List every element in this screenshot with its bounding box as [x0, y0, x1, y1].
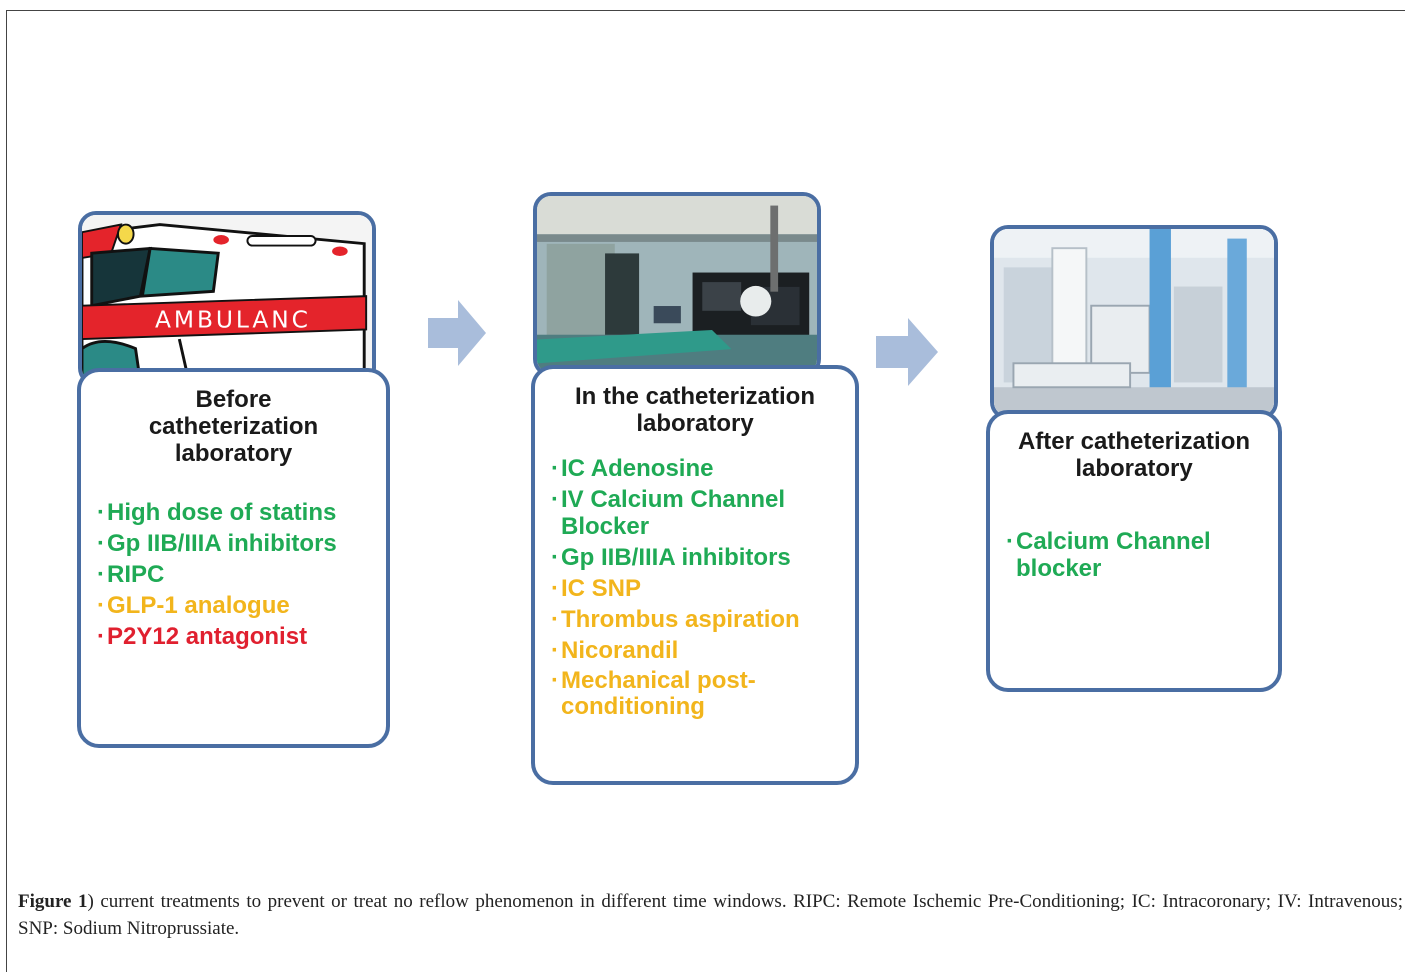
ambulance-lettering: AMBULANC [155, 308, 311, 334]
list-item: ·Gp IIB/IIIA inhibitors [551, 544, 791, 571]
list-item: ·IV Calcium Channel Blocker [551, 486, 786, 540]
after-cath-lab-title: After catheterization laboratory [1017, 428, 1251, 482]
right-arrow-icon [876, 318, 938, 386]
list-item: ·Thrombus aspiration [551, 606, 800, 633]
figure-caption: Figure 1) current treatments to prevent … [18, 888, 1403, 942]
list-item: ·P2Y12 antagonist [97, 623, 308, 650]
before-cath-lab-title: Before catheterization laboratory [148, 386, 319, 467]
list-item: ·IC Adenosine [551, 455, 714, 482]
cath-lab-photo [533, 192, 821, 377]
list-item: ·Nicorandil [551, 637, 679, 664]
before-cath-lab-list: ·High dose of statins ·Gp IIB/IIIA inhib… [81, 497, 386, 652]
after-cath-lab-list: ·Calcium Channel blocker [990, 528, 1278, 582]
right-arrow-icon [428, 300, 486, 366]
hospital-ward-photo [990, 225, 1278, 420]
figure-label: Figure 1 [18, 891, 88, 912]
list-item: ·High dose of statins [97, 499, 337, 526]
before-cath-lab-box: Before catheterization laboratory ·High … [77, 368, 390, 748]
in-cath-lab-box: In the catheterization laboratory ·IC Ad… [531, 365, 859, 785]
in-cath-lab-list: ·IC Adenosine ·IV Calcium Channel Blocke… [535, 455, 855, 720]
ambulance-photo: AMBULANC [78, 211, 376, 386]
figure-frame [6, 10, 1405, 972]
list-item: ·IC SNP [551, 575, 642, 602]
list-item: ·Mechanical post-conditioning [551, 667, 756, 720]
list-item: ·GLP-1 analogue [97, 592, 290, 619]
list-item: ·Calcium Channel blocker [1006, 528, 1211, 582]
caption-text: ) current treatments to prevent or treat… [18, 891, 1403, 939]
after-cath-lab-box: After catheterization laboratory ·Calciu… [986, 410, 1282, 692]
in-cath-lab-title: In the catheterization laboratory [574, 383, 816, 437]
list-item: ·RIPC [97, 561, 165, 588]
list-item: ·Gp IIB/IIIA inhibitors [97, 530, 337, 557]
